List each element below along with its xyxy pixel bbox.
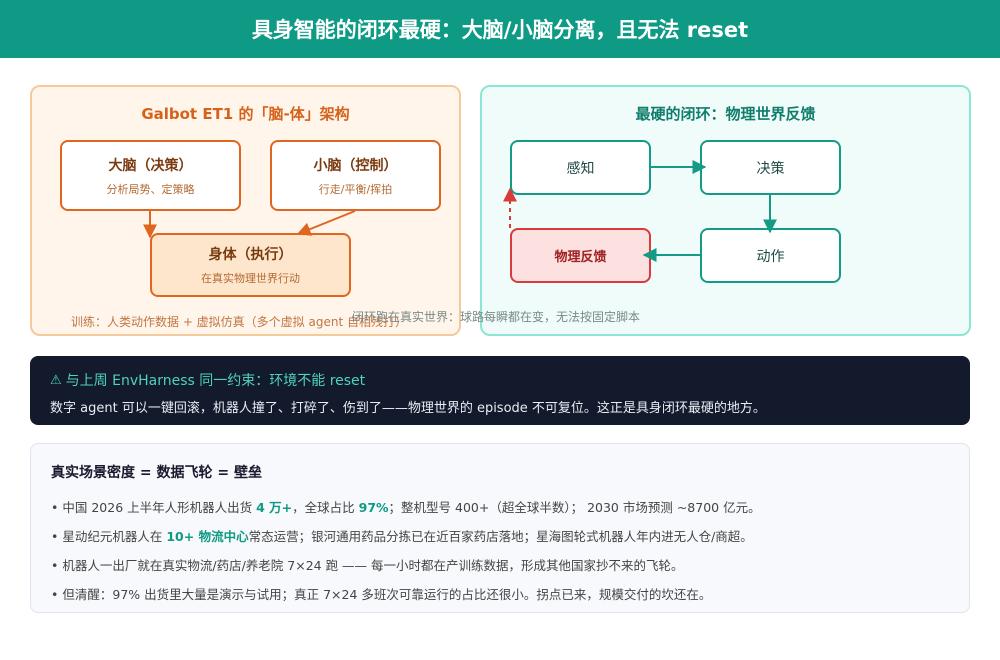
reset-constraint-notice: ⚠ 与上周 EnvHarness 同一约束：环境不能 reset 数字 agen… — [30, 356, 970, 425]
notice-title-row: ⚠ 与上周 EnvHarness 同一约束：环境不能 reset — [50, 370, 950, 390]
row-highlight: 97% — [358, 500, 389, 515]
row-text: 中国 2026 上半年人形机器人出货 — [62, 500, 257, 515]
training-caption: 训练：人类动作数据 + 虚拟仿真（多个虚拟 agent 自相残打） — [71, 315, 407, 329]
physical-feedback-node: 物理反馈 — [510, 228, 651, 283]
brain-subtitle: 分析局势、定策略 — [106, 182, 195, 196]
page-title: 具身智能的闭环最硬：大脑/小脑分离，且无法 reset — [251, 18, 749, 42]
loop-panel-title: 最硬的闭环：物理世界反馈 — [635, 105, 816, 123]
cerebellum-box: 小脑（控制） 行走/平衡/挥拍 — [270, 140, 441, 211]
architecture-panel-title: Galbot ET1 的「脑-体」架构 — [141, 105, 350, 123]
list-item: •中国 2026 上半年人形机器人出货 4 万+，全球占比 97%；整机型号 4… — [51, 493, 949, 522]
row-text: ；整机型号 400+（超全球半数）； 2030 市场预测 ~8700 亿元。 — [388, 500, 761, 515]
cerebellum-title: 小脑（控制） — [313, 157, 398, 174]
bullet-icon: • — [51, 558, 59, 573]
row-text: 但清醒：97% 出货里大量是演示与试用；真正 7×24 多班次可靠运行的占比还很… — [62, 587, 712, 602]
row-text: ，全球占比 — [292, 500, 359, 515]
row-highlight: 10+ 物流中心 — [166, 529, 249, 544]
info-title: 真实场景密度 = 数据飞轮 = 壁垒 — [51, 465, 262, 481]
row-text: 机器人一出厂就在真实物流/药店/养老院 7×24 跑 —— 每一小时都在产训练数… — [62, 558, 684, 573]
scene-density-panel: 真实场景密度 = 数据飞轮 = 壁垒 •中国 2026 上半年人形机器人出货 4… — [30, 443, 970, 613]
row-text: 常态运营；银河通用药品分拣已在近百家药店落地；星海图轮式机器人年内进无人仓/商超… — [248, 529, 753, 544]
loop-caption: 闭环跑在真实世界：球路每瞬都在变，无法按固定脚本 — [352, 310, 641, 324]
notice-title: 与上周 EnvHarness 同一约束：环境不能 reset — [65, 373, 366, 389]
bullet-icon: • — [51, 529, 59, 544]
list-item: •但清醒：97% 出货里大量是演示与试用；真正 7×24 多班次可靠运行的占比还… — [51, 580, 949, 609]
physical-feedback-loop-panel: 最硬的闭环：物理世界反馈 — [480, 85, 971, 336]
bullet-icon: • — [51, 500, 59, 515]
list-item: •机器人一出厂就在真实物流/药店/养老院 7×24 跑 —— 每一小时都在产训练… — [51, 551, 949, 580]
act-node: 动作 — [700, 228, 841, 283]
warning-icon: ⚠ — [50, 372, 62, 388]
list-item: •星动纪元机器人在 10+ 物流中心常态运营；银河通用药品分拣已在近百家药店落地… — [51, 522, 949, 551]
body-subtitle: 在真实物理世界行动 — [201, 272, 300, 285]
perceive-node: 感知 — [510, 140, 651, 195]
body-title: 身体（执行） — [208, 247, 293, 263]
bullet-icon: • — [51, 587, 59, 602]
decide-node: 决策 — [700, 140, 841, 195]
body-box: 身体（执行） 在真实物理世界行动 — [150, 233, 351, 297]
row-text: 星动纪元机器人在 — [62, 529, 167, 544]
header-bar: 具身智能的闭环最硬：大脑/小脑分离，且无法 reset — [0, 0, 1000, 58]
brain-box: 大脑（决策） 分析局势、定策略 — [60, 140, 241, 211]
cerebellum-subtitle: 行走/平衡/挥拍 — [318, 182, 393, 196]
notice-body: 数字 agent 可以一键回滚，机器人撞了、打碎了、伤到了——物理世界的 epi… — [50, 401, 766, 416]
row-highlight: 4 万+ — [256, 500, 293, 515]
brain-title: 大脑（决策） — [108, 157, 193, 174]
